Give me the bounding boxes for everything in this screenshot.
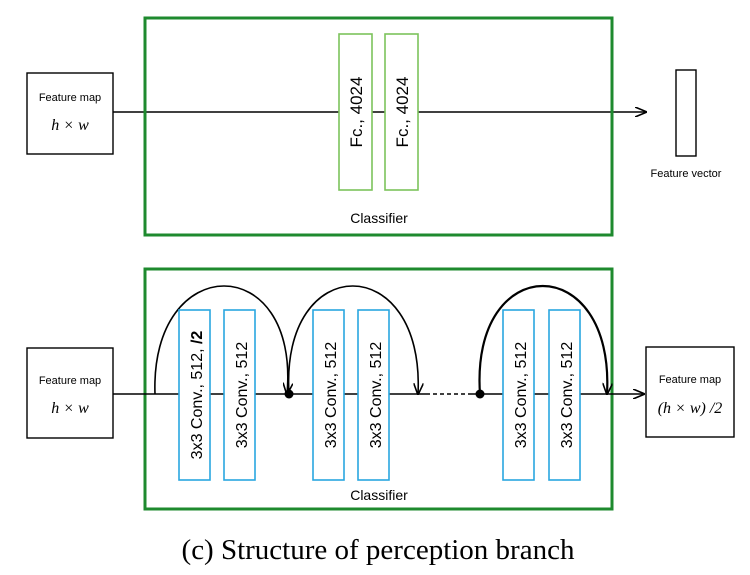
bottom-output-size: (h × w) /2 xyxy=(658,400,723,417)
conv-layer-6 xyxy=(548,309,581,481)
conv-layer-2-label: 3x3 Conv., 512 xyxy=(234,342,251,449)
figure-caption: (c) Structure of perception branch xyxy=(182,534,575,566)
bottom-input-label: Feature map xyxy=(39,375,101,387)
skip-connection-1 xyxy=(154,285,288,394)
conv-layer-1-label: 3x3 Conv., 512, /2 xyxy=(189,331,206,460)
bottom-diagram: 3x3 Conv., 512, /2 3x3 Conv., 512 3x3 Co… xyxy=(26,267,735,511)
bottom-output-label: Feature map xyxy=(659,374,721,386)
feature-vector-label: Feature vector xyxy=(651,168,722,180)
top-diagram: Classifier Feature map h × w Fc., 4024 F… xyxy=(26,16,722,237)
junction-dot-1 xyxy=(284,389,294,399)
conv-layer-1 xyxy=(178,309,211,481)
bottom-output-box xyxy=(645,346,735,438)
bottom-input-size: h × w xyxy=(51,400,89,417)
fc-layer-2-label: Fc., 4024 xyxy=(393,77,412,148)
conv-layer-3 xyxy=(312,309,345,481)
bottom-classifier-label: Classifier xyxy=(350,487,408,503)
feature-vector-box xyxy=(675,69,697,157)
conv-layer-4-label: 3x3 Conv., 512 xyxy=(368,342,385,449)
fc-layer-2 xyxy=(384,33,419,191)
conv-layer-5 xyxy=(502,309,535,481)
skip-connection-3 xyxy=(478,285,608,394)
top-input-box xyxy=(26,72,114,155)
conv-layer-2 xyxy=(223,309,256,481)
skip-connection-2 xyxy=(287,285,419,394)
conv-layer-5-label: 3x3 Conv., 512 xyxy=(513,342,530,449)
fc-layer-1-label: Fc., 4024 xyxy=(347,77,366,148)
top-classifier-box xyxy=(143,16,614,237)
top-input-label: Feature map xyxy=(39,92,101,104)
junction-dot-2 xyxy=(475,389,485,399)
conv-layer-3-label: 3x3 Conv., 512 xyxy=(323,342,340,449)
top-classifier-label: Classifier xyxy=(350,210,408,226)
conv-layer-6-label: 3x3 Conv., 512 xyxy=(559,342,576,449)
top-input-size: h × w xyxy=(51,117,89,134)
conv-layer-4 xyxy=(357,309,390,481)
fc-layer-1 xyxy=(338,33,373,191)
bottom-input-box xyxy=(26,347,114,439)
